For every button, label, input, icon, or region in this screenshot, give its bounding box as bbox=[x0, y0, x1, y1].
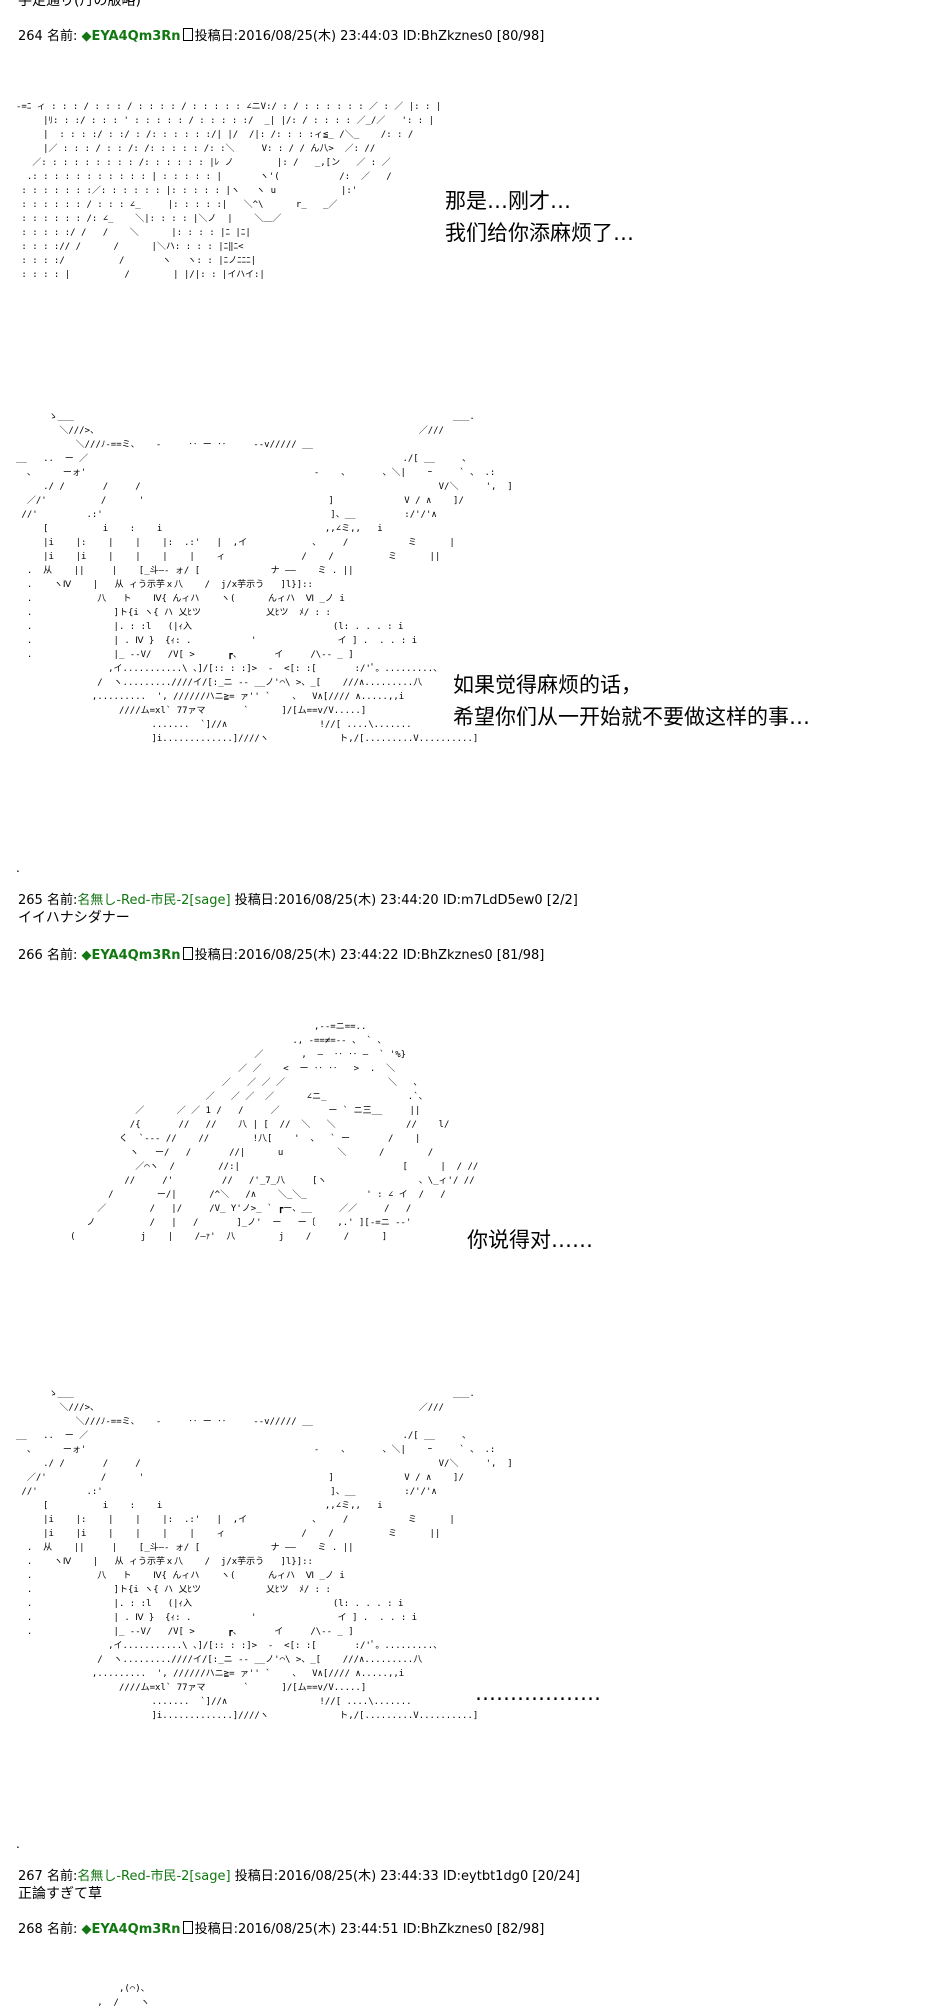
ascii-art-3: ,--=ニ==.. ., -==≠=-- 、 ` 、 ／ , ― ‥ ‥ ― `… bbox=[70, 1022, 479, 1242]
post-date: 2016/08/25(木) 23:44:33 bbox=[278, 1869, 439, 1884]
date-label: 投稿日: bbox=[234, 893, 279, 908]
post-number[interactable]: 265 bbox=[18, 893, 43, 908]
post-header-268: 268 名前: ◆EYA4Qm3Rn 投稿日:2016/08/25(木) 23:4… bbox=[18, 1921, 544, 1938]
date-label: 投稿日: bbox=[194, 948, 238, 963]
caption-1-line-1: 那是…刚才… bbox=[445, 189, 571, 213]
dot-mark: . bbox=[16, 861, 20, 875]
post-date: 2016/08/25(木) 23:44:20 bbox=[278, 893, 439, 908]
poster-name: 名無し-Red-市民-2 bbox=[77, 893, 190, 908]
caption-2-line-2: 希望你们从一开始就不要做这样的事… bbox=[453, 705, 810, 729]
dot-mark: . bbox=[16, 1837, 20, 1851]
post-id[interactable]: ID:BhZkznes0 bbox=[402, 29, 493, 44]
post-id[interactable]: ID:eytbt1dg0 bbox=[442, 1869, 529, 1884]
post-number[interactable]: 268 bbox=[18, 1922, 43, 1937]
post-count: [20/24] bbox=[532, 1869, 580, 1884]
post-number[interactable]: 264 bbox=[18, 29, 43, 44]
post-header-264: 264 名前: ◆EYA4Qm3Rn 投稿日:2016/08/25(木) 23:4… bbox=[18, 28, 544, 45]
ascii-art-2: ゝ___ ___. ＼///>、 ／/// ＼///ﾉ-==ミ、 - ‥ ー ‥… bbox=[16, 412, 513, 744]
post-date: 2016/08/25(木) 23:44:51 bbox=[237, 1922, 399, 1937]
poster-trip: ◆EYA4Qm3Rn bbox=[81, 948, 181, 963]
sage-tag: [sage] bbox=[189, 893, 231, 908]
poster-trip: ◆EYA4Qm3Rn bbox=[81, 1922, 181, 1937]
name-label: 名前: bbox=[46, 29, 78, 44]
post-date: 2016/08/25(木) 23:44:22 bbox=[237, 948, 399, 963]
ascii-art-1: -=ﾆ ィ : : : / : : : / : : : : / : : : : … bbox=[16, 102, 442, 280]
post-id[interactable]: ID:BhZkznes0 bbox=[402, 1922, 493, 1937]
post-header-267: 267 名前:名無し-Red-市民-2[sage] 投稿日:2016/08/25… bbox=[18, 1869, 580, 1885]
date-label: 投稿日: bbox=[194, 1922, 238, 1937]
poster-trip: ◆EYA4Qm3Rn bbox=[81, 29, 181, 44]
name-label: 名前: bbox=[46, 1922, 78, 1937]
post-header-266: 266 名前: ◆EYA4Qm3Rn 投稿日:2016/08/25(木) 23:4… bbox=[18, 947, 544, 964]
square-icon bbox=[182, 28, 193, 41]
post-number[interactable]: 267 bbox=[18, 1869, 43, 1884]
post-body-265: イイハナシダナー bbox=[18, 910, 130, 926]
name-label: 名前: bbox=[46, 948, 78, 963]
post-id[interactable]: ID:m7LdD5ew0 bbox=[442, 893, 543, 908]
post-id[interactable]: ID:BhZkznes0 bbox=[402, 948, 493, 963]
post-count: [82/98] bbox=[496, 1922, 545, 1937]
caption-4: ……………… bbox=[475, 1681, 601, 1705]
poster-name: 名無し-Red-市民-2 bbox=[77, 1869, 190, 1884]
caption-2-line-1: 如果觉得麻烦的话， bbox=[453, 673, 642, 697]
post-body-267: 正論すぎて草 bbox=[18, 1886, 102, 1902]
sage-tag: [sage] bbox=[189, 1869, 231, 1884]
date-label: 投稿日: bbox=[234, 1869, 279, 1884]
name-label: 名前: bbox=[46, 1869, 78, 1884]
post-count: [81/98] bbox=[496, 948, 545, 963]
clipped-previous-line: 手足通り(丹の版略) bbox=[18, 0, 141, 9]
date-label: 投稿日: bbox=[194, 29, 238, 44]
square-icon bbox=[182, 1921, 193, 1934]
caption-3: 你说得对…… bbox=[467, 1228, 593, 1252]
square-icon bbox=[182, 947, 193, 960]
ascii-art-5: ,(⌒)、 , / ヽ bbox=[97, 1984, 150, 2008]
post-count: [2/2] bbox=[546, 893, 578, 908]
post-date: 2016/08/25(木) 23:44:03 bbox=[237, 29, 399, 44]
post-header-265: 265 名前:名無し-Red-市民-2[sage] 投稿日:2016/08/25… bbox=[18, 893, 578, 909]
post-number[interactable]: 266 bbox=[18, 948, 43, 963]
caption-1-line-2: 我们给你添麻烦了… bbox=[445, 221, 634, 245]
post-count: [80/98] bbox=[496, 29, 545, 44]
name-label: 名前: bbox=[46, 893, 78, 908]
ascii-art-4: ゝ___ ___. ＼///>、 ／/// ＼///ﾉ-==ミ、 - ‥ ー ‥… bbox=[16, 1389, 513, 1721]
